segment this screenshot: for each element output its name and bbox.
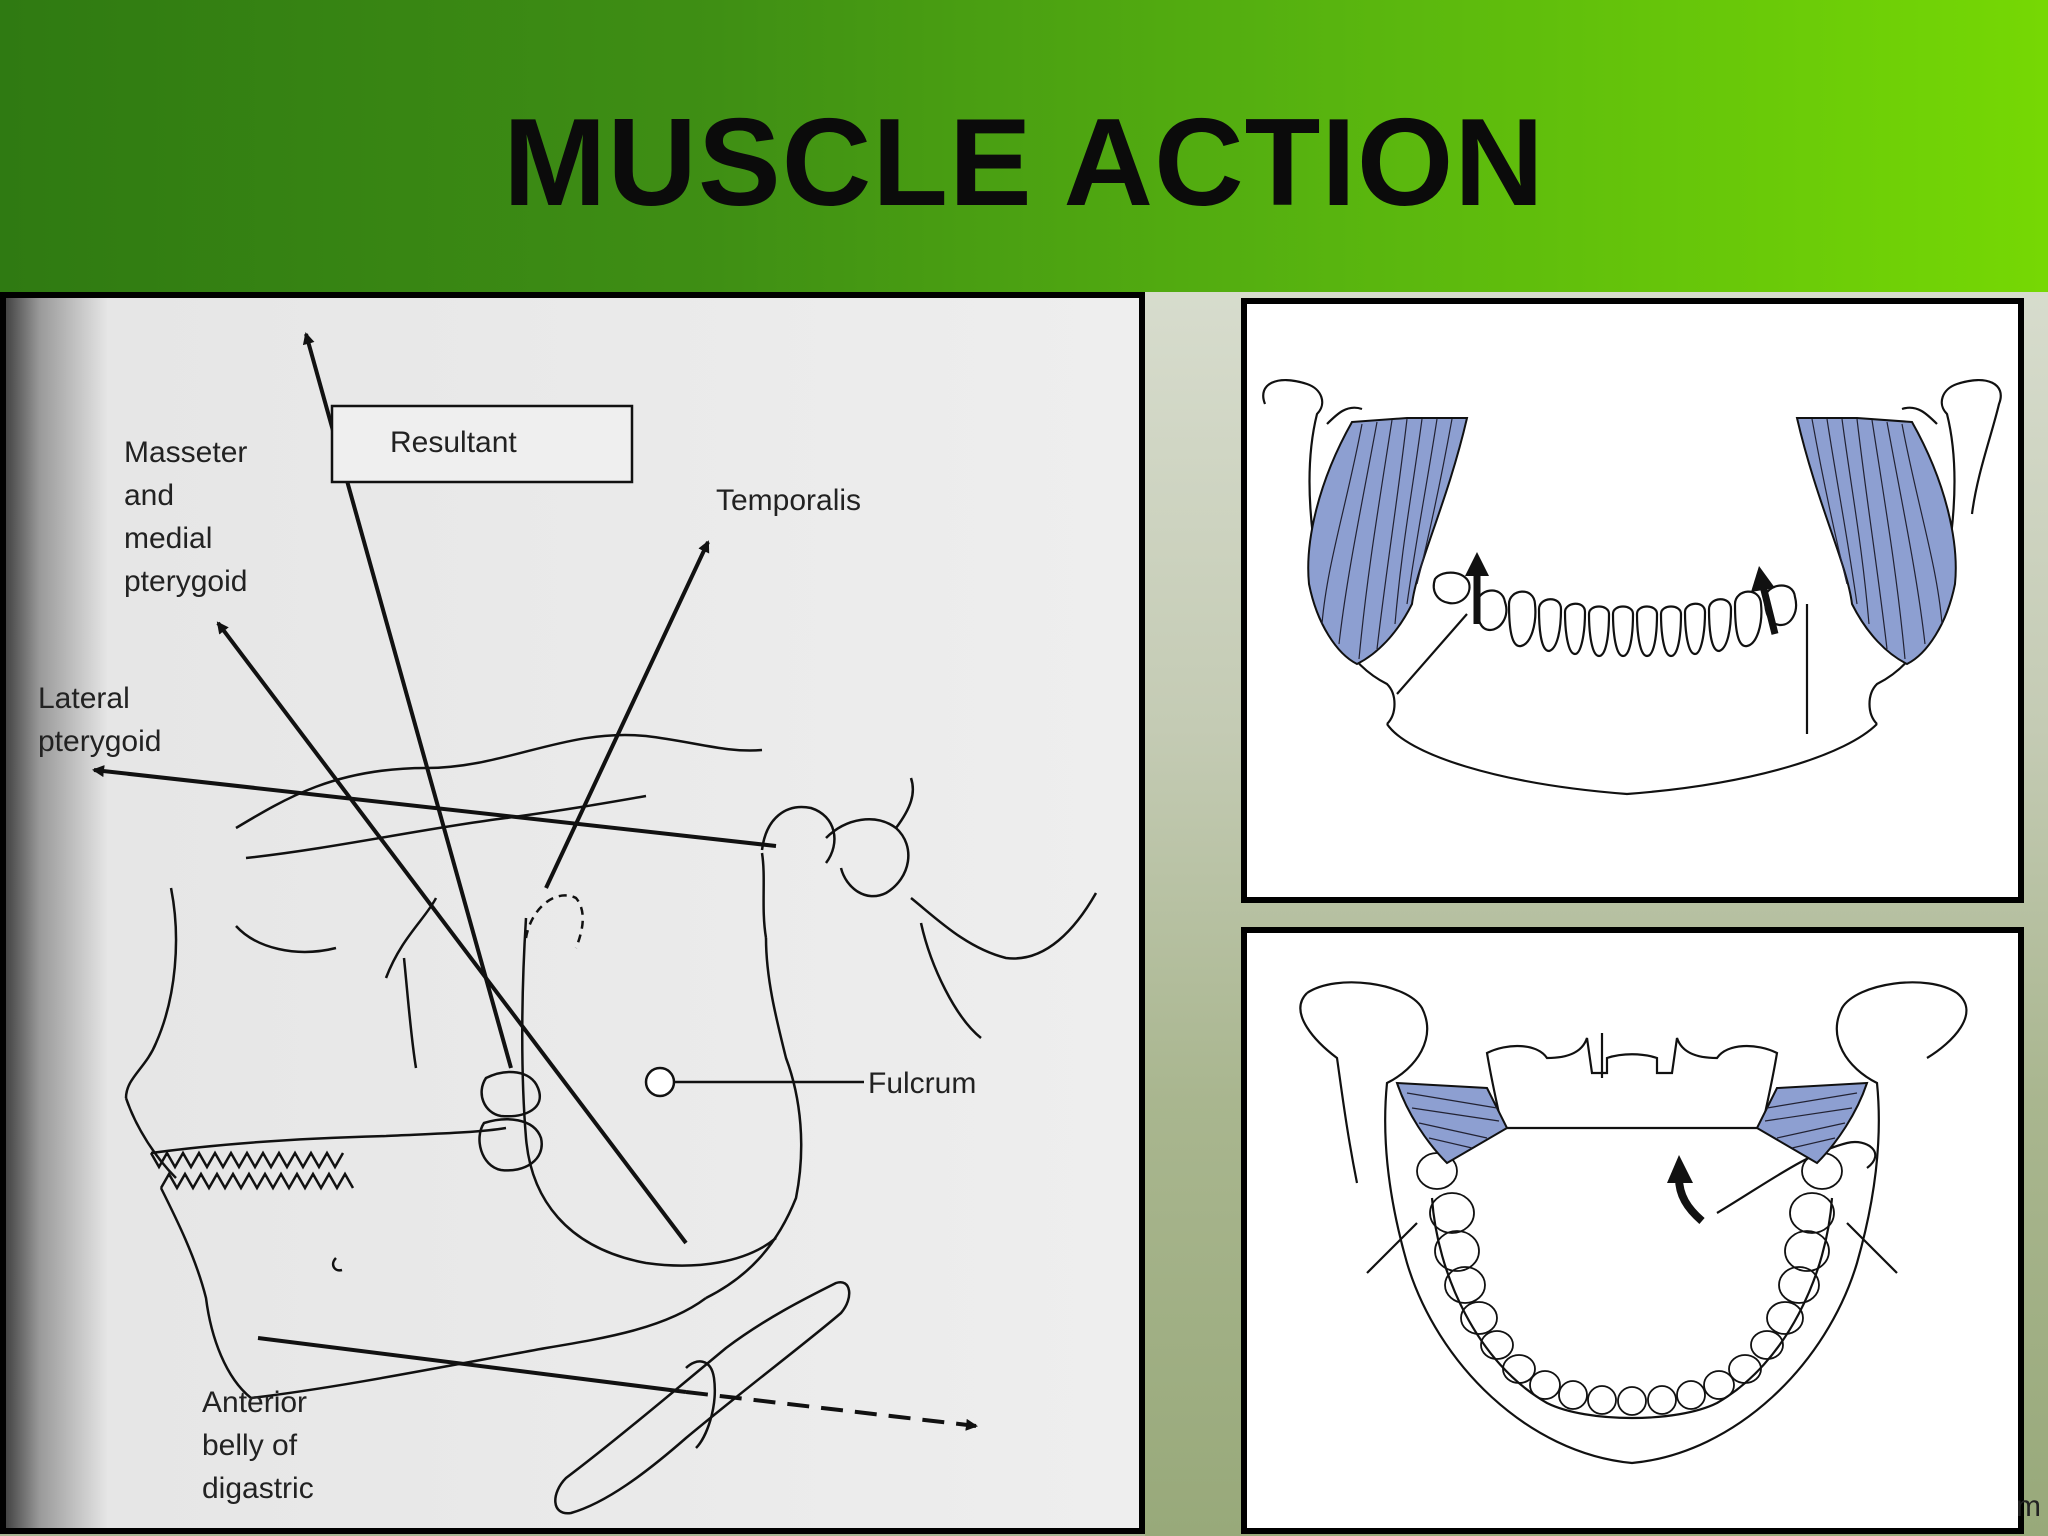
frontal-mandible-drawing xyxy=(1262,379,2002,796)
right-masseter-muscle xyxy=(1795,417,1957,666)
lateral-pterygoid-label-line2: pterygoid xyxy=(38,725,161,758)
digastric-label-line3: digastric xyxy=(202,1472,314,1505)
left-lateral-pterygoid-muscle xyxy=(1395,1081,1509,1165)
temporalis-label: Temporalis xyxy=(716,484,861,517)
lateral-jaw-diagram: Resultant Masseter and medial pterygoid … xyxy=(0,292,1145,1534)
inferior-mandible-drawing xyxy=(1299,981,1968,1465)
digastric-vector xyxy=(257,1336,687,1394)
lateral-jaw-drawing: Resultant Masseter and medial pterygoid … xyxy=(6,298,1139,1528)
resultant-label: Resultant xyxy=(390,426,517,459)
masseter-label-line1: Masseter xyxy=(124,436,247,469)
slide-title: MUSCLE ACTION xyxy=(503,94,1545,232)
clipped-footer-text: m xyxy=(2016,1490,2041,1523)
temporalis-vector xyxy=(544,540,710,889)
digastric-vector-dashed xyxy=(685,1390,978,1431)
frontal-mandible-diagram xyxy=(1241,298,2024,903)
masseter-label-line2: and xyxy=(124,479,174,512)
resultant-box xyxy=(330,404,634,484)
inferior-mandible-diagram xyxy=(1241,927,2024,1534)
right-lateral-pterygoid-muscle xyxy=(1755,1081,1869,1165)
elevation-arrows xyxy=(1465,552,1779,635)
left-masseter-muscle xyxy=(1307,417,1469,666)
lateral-pterygoid-vector xyxy=(92,765,777,848)
fulcrum-label: Fulcrum xyxy=(868,1067,976,1100)
masseter-label-line3: medial xyxy=(124,522,212,555)
masseter-vector xyxy=(216,621,688,1245)
slide-header: MUSCLE ACTION xyxy=(0,0,2048,292)
masseter-label-line4: pterygoid xyxy=(124,565,247,598)
fulcrum-point xyxy=(644,1066,676,1098)
digastric-label-line2: belly of xyxy=(202,1429,298,1462)
lateral-pterygoid-label-line1: Lateral xyxy=(38,682,130,715)
digastric-label-line1: Anterior xyxy=(202,1386,307,1419)
rotation-arrow xyxy=(1667,1155,1705,1225)
